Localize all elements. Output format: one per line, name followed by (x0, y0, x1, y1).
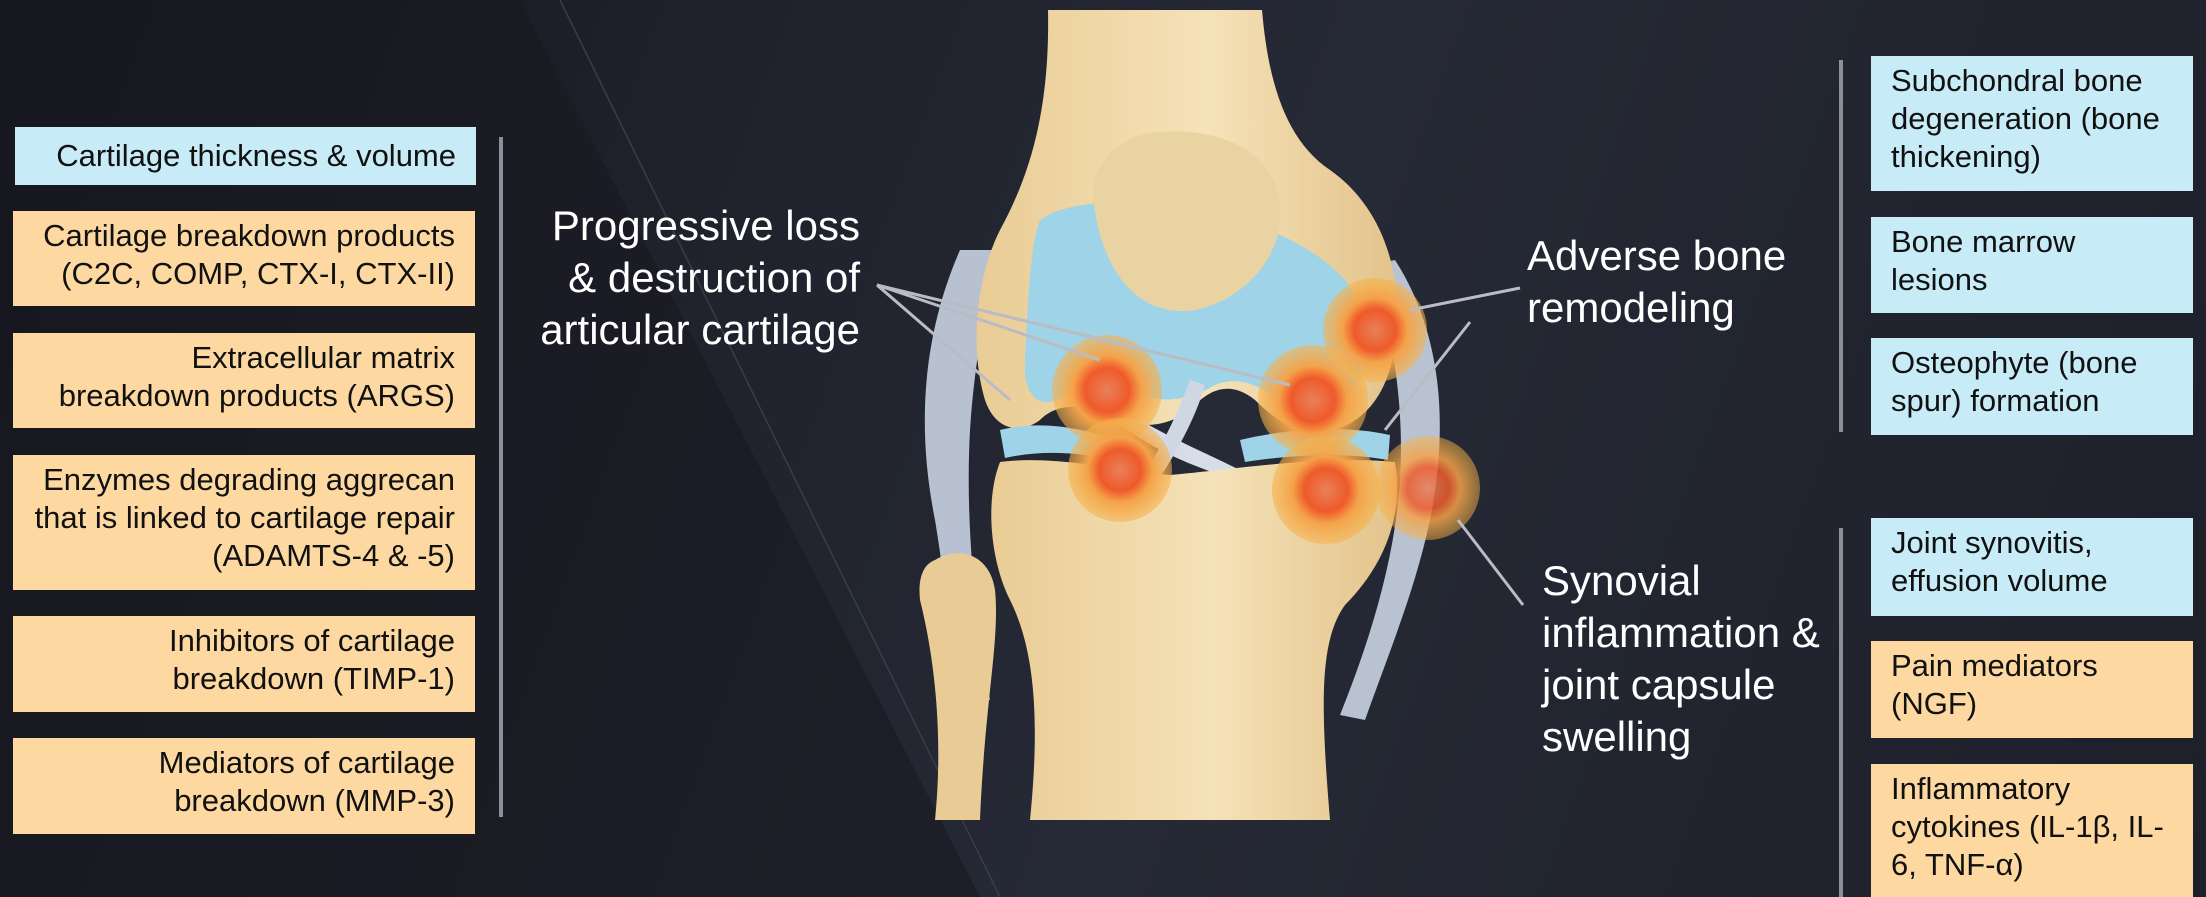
connector-cartilage-2 (877, 285, 1100, 360)
connector-bone-1 (1410, 288, 1520, 310)
connector-synovial (1458, 520, 1523, 605)
connector-bone-2 (1385, 322, 1470, 430)
connector-cartilage-3 (877, 285, 1290, 385)
